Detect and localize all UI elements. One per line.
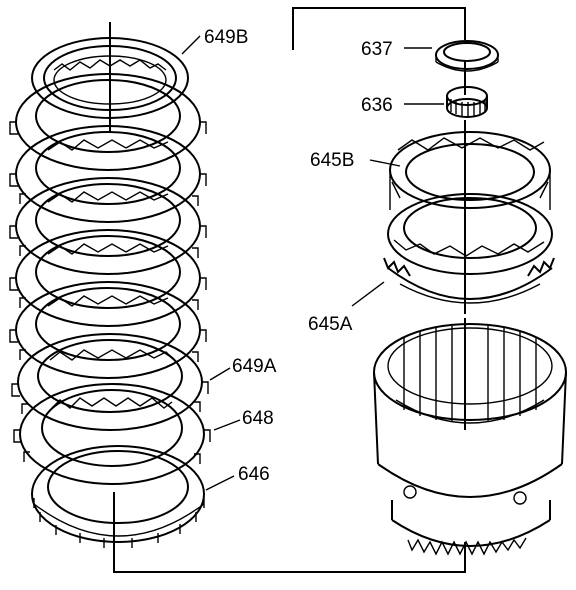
plate-649A [11, 333, 209, 431]
label-646: 646 [238, 464, 270, 485]
leader-648 [213, 419, 241, 431]
clutch-housing-drum [373, 320, 567, 556]
leader-645B [369, 159, 401, 167]
label-636: 636 [361, 95, 393, 116]
leader-645A [351, 281, 385, 307]
plate-stack-middle [9, 73, 207, 379]
label-637: 637 [361, 39, 393, 60]
leader-649B [181, 35, 201, 55]
plate-646 [31, 445, 205, 548]
clutch-assembly-645 [383, 131, 555, 314]
bearing-636 [446, 86, 488, 118]
snap-ring-637 [435, 40, 499, 72]
label-649B: 649B [204, 27, 248, 48]
leader-649A [209, 367, 231, 381]
label-648: 648 [242, 408, 274, 429]
label-645A: 645A [308, 314, 353, 335]
leader-646 [205, 475, 235, 491]
label-649A: 649A [232, 356, 277, 377]
left-clutch-pack [9, 22, 211, 548]
plate-648 [13, 383, 211, 485]
label-645B: 645B [310, 150, 354, 171]
